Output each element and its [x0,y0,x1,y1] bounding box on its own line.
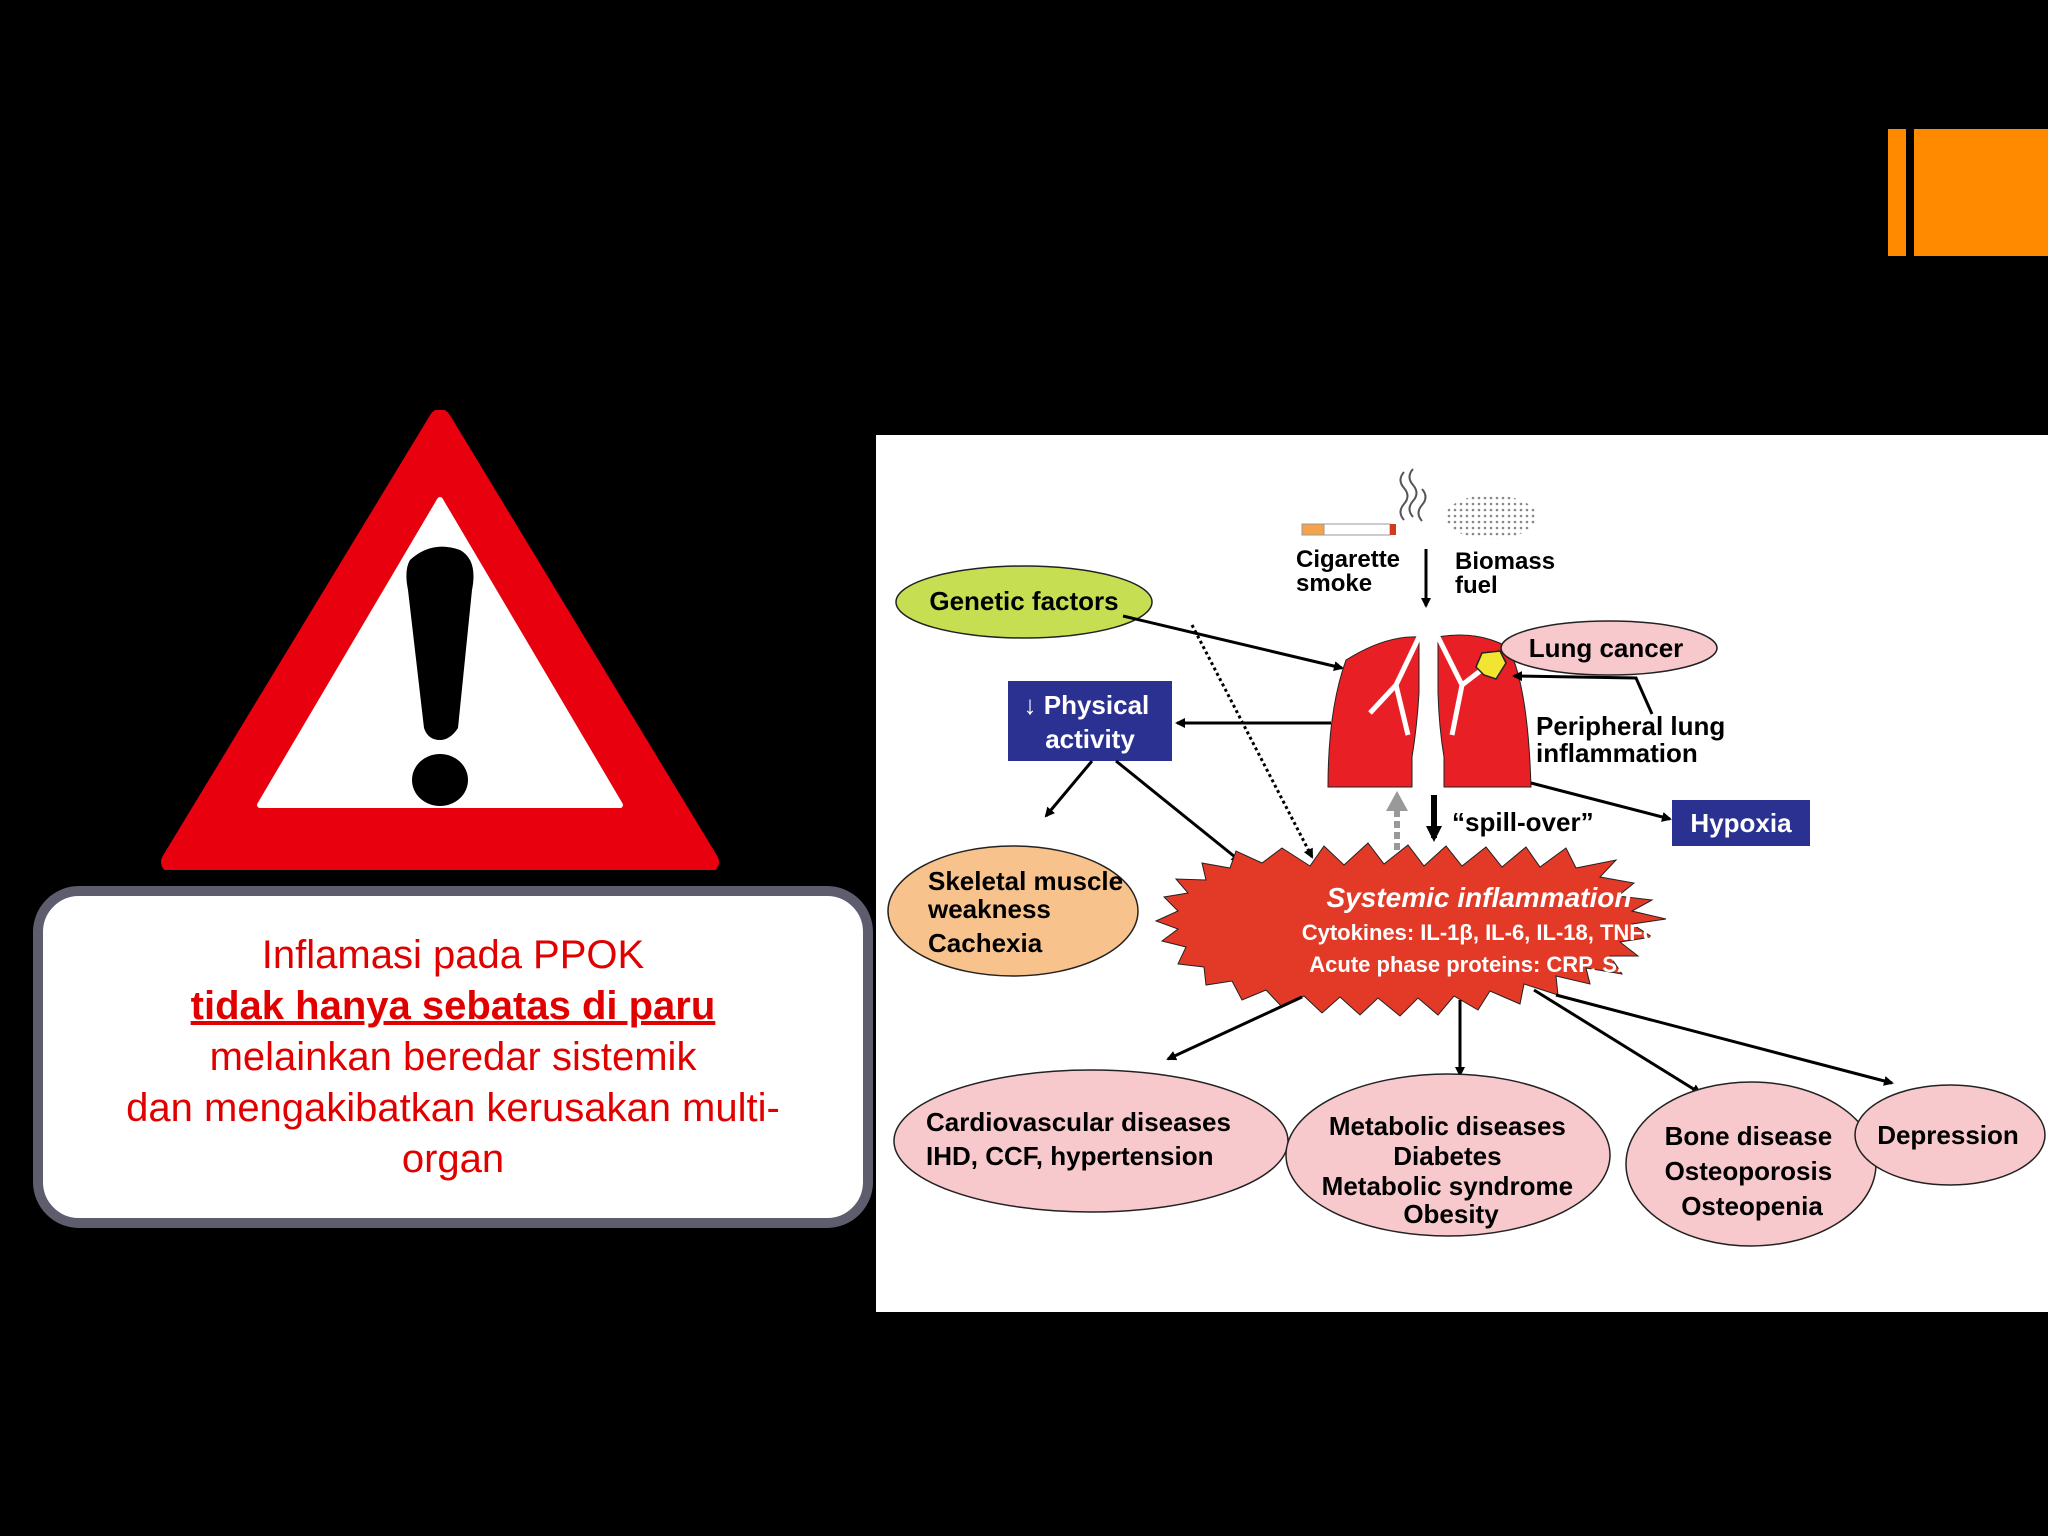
exclamation-bar [406,546,474,740]
copd-diagram: Cigarette smoke Biomass fuel Genetic fac… [876,435,2048,1312]
warning-icon [161,410,719,870]
cigarette-icon [1301,468,1427,536]
spillover-label: “spill-over” [1452,807,1594,837]
physical-activity-label: ↓ Physical activity [1024,690,1157,754]
hypoxia-box [1672,800,1810,846]
callout-line-3: melainkan beredar sistemik [209,1034,697,1079]
systemic-inflammation-title: Systemic inflammation [1327,882,1632,913]
cytokines-label: Cytokines: IL-1β, IL-6, IL-18, TNFα [1302,920,1657,945]
lung-cancer-ellipse [1500,620,1718,676]
biomass-smoke-icon [1445,495,1537,539]
genetic-factors-ellipse [895,565,1153,639]
cigarette-label: Cigarette smoke [1296,546,1407,597]
lung-cancer-label: Lung cancer [1529,633,1684,663]
callout-line-1: Inflamasi pada PPOK [261,932,645,977]
tumor-icon [1475,650,1507,680]
metabolic-ellipse [1285,1073,1611,1237]
exclamation-dot [412,754,468,806]
depression-ellipse [1854,1084,2046,1186]
callout-line-4: dan mengakibatkan kerusakan multi- [126,1085,780,1130]
skeletal-muscle-ellipse [887,845,1139,977]
cardiovascular-label: Cardiovascular diseases IHD, CCF, hypert… [926,1107,1238,1171]
accent-bars [1888,129,2048,256]
skeletal-muscle-label: Skeletal muscle weakness Cachexia [927,866,1130,958]
physical-activity-box [1008,681,1172,761]
hypoxia-label: Hypoxia [1690,808,1792,838]
accent-bar-wide [1914,129,2048,256]
systemic-inflammation-burst [1154,842,1667,1017]
peripheral-inflammation-label: Peripheral lung inflammation [1536,711,1733,768]
callout-line-5: organ [401,1136,505,1181]
callout-line-2: tidak hanya sebatas di paru [190,983,716,1028]
lungs-icon [1327,585,1532,788]
callout-box: Inflamasi pada PPOK tidak hanya sebatas … [33,886,873,1228]
depression-label: Depression [1877,1120,2019,1150]
metabolic-label: Metabolic diseases Diabetes Metabolic sy… [1322,1111,1581,1229]
biomass-label: Biomass fuel [1455,548,1562,599]
genetic-factors-label: Genetic factors [929,586,1118,616]
accent-bar-thin [1888,129,1906,256]
acute-phase-label: Acute phase proteins: CRP, SAA [1309,952,1649,977]
bone-disease-label: Bone disease Osteoporosis Osteopenia [1665,1121,1840,1221]
